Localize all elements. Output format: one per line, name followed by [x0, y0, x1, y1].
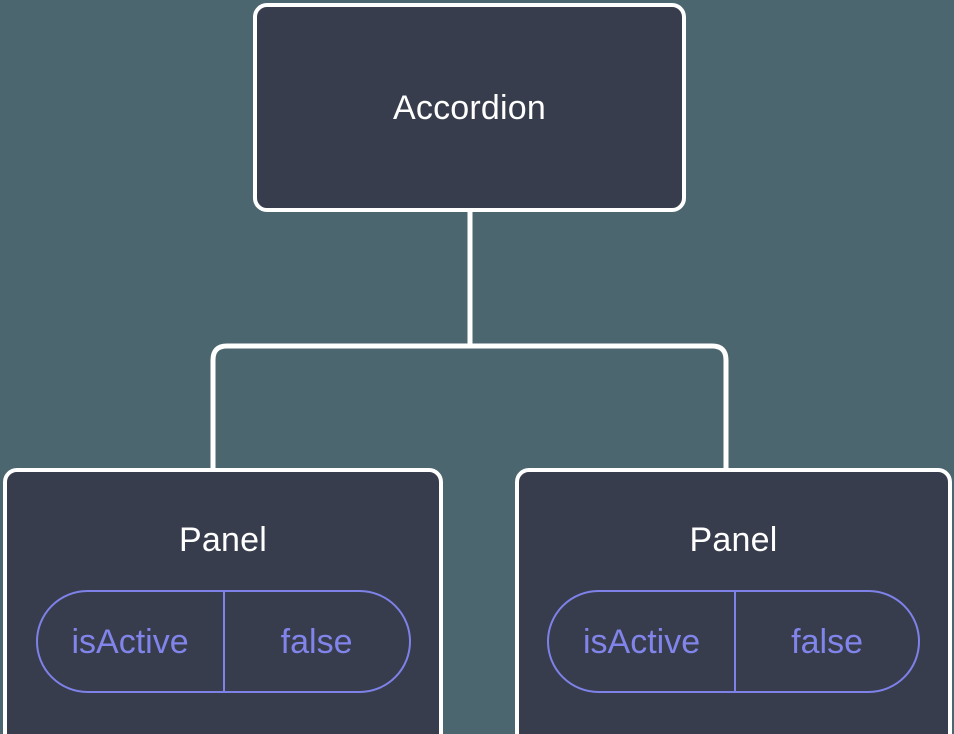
node-accordion[interactable]: Accordion — [253, 3, 686, 212]
prop-key: isActive — [71, 622, 189, 661]
node-title: Panel — [179, 521, 267, 559]
prop-value: false — [280, 622, 353, 661]
node-title: Panel — [689, 521, 778, 559]
prop-key: isActive — [583, 622, 701, 661]
prop-divider — [222, 592, 225, 691]
node-title: Accordion — [393, 88, 546, 127]
node-panel-0[interactable]: Panel isActive false — [3, 468, 443, 734]
prop-badge[interactable]: isActive false — [35, 590, 411, 693]
node-panel-1[interactable]: Panel isActive false — [515, 468, 952, 734]
prop-badge[interactable]: isActive false — [547, 590, 920, 693]
edge-accordion-to-panel-0 — [210, 212, 473, 470]
prop-divider — [734, 592, 737, 691]
prop-value: false — [791, 622, 863, 661]
edge-accordion-to-panel-1 — [467, 212, 729, 470]
